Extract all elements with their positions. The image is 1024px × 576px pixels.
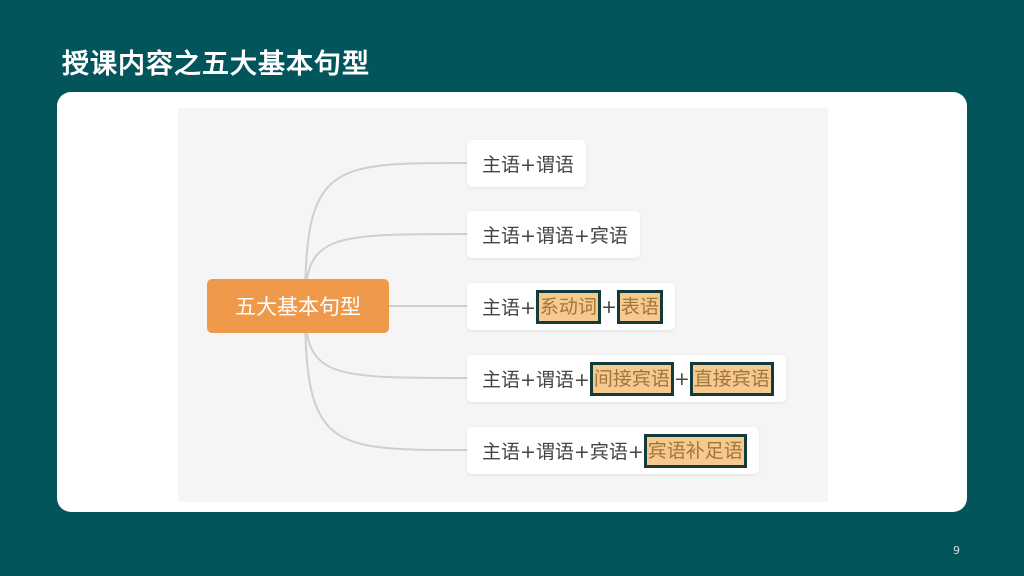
node-text: + — [600, 295, 617, 318]
page-number: 9 — [953, 544, 960, 557]
highlighted-term: 直接宾语 — [689, 361, 774, 396]
branch-node: 主语+系动词+表语 — [467, 283, 675, 330]
branch-node: 主语+谓语+间接宾语+直接宾语 — [467, 355, 786, 402]
branch-node: 主语+谓语+宾语+宾语补足语 — [467, 427, 759, 474]
node-text: 主语+谓语 — [482, 154, 574, 176]
branch-node: 主语+谓语 — [467, 140, 586, 187]
node-text: 主语+谓语+ — [482, 369, 590, 391]
branch-node: 主语+谓语+宾语 — [467, 211, 640, 258]
highlighted-term: 系动词 — [535, 289, 601, 324]
connector-line — [304, 162, 468, 307]
node-text: 主语+谓语+宾语+ — [482, 441, 644, 463]
highlighted-term: 间接宾语 — [589, 361, 674, 396]
node-text: 主语+ — [482, 297, 536, 319]
root-node: 五大基本句型 — [207, 279, 389, 333]
node-text: 主语+谓语+宾语 — [482, 225, 628, 247]
connector-line — [304, 305, 468, 451]
node-text: + — [673, 367, 690, 390]
highlighted-term: 宾语补足语 — [643, 433, 747, 468]
highlighted-term: 表语 — [616, 289, 663, 324]
slide-title: 授课内容之五大基本句型 — [62, 49, 370, 80]
